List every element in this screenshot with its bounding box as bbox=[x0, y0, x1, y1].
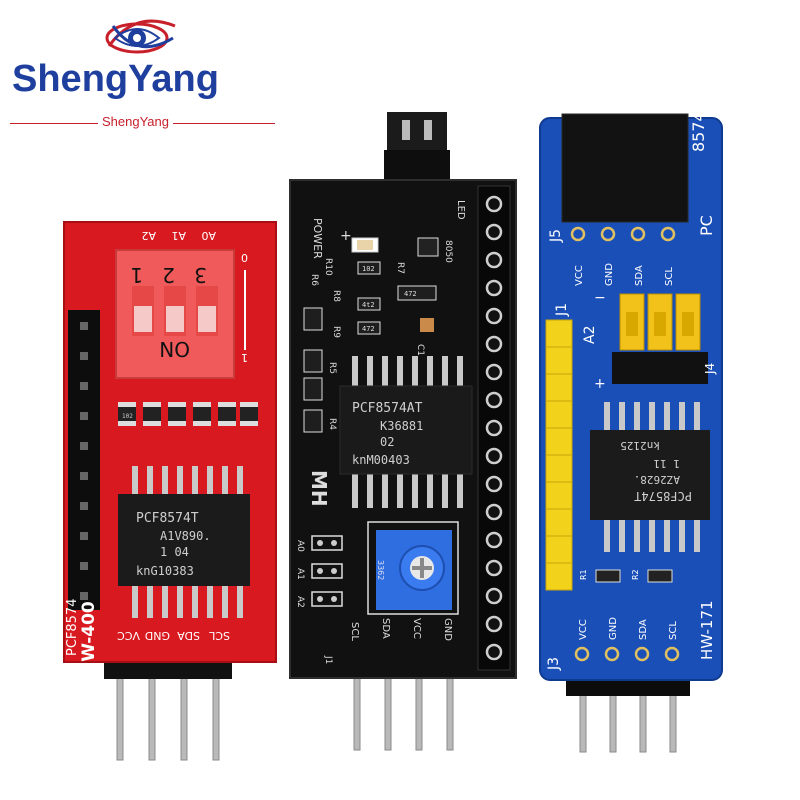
red-pin-gnd: GND bbox=[145, 629, 170, 642]
red-model: HW-400 bbox=[79, 601, 99, 676]
dip-zero: 0 bbox=[241, 251, 248, 264]
label-j1-blue: J1 bbox=[554, 303, 570, 317]
black-model: MH bbox=[307, 470, 331, 507]
black-pin-sda: SDA bbox=[380, 618, 391, 639]
label-led: LED bbox=[455, 200, 466, 220]
eye-logo-icon bbox=[105, 19, 176, 54]
label-a2-blue: A2 bbox=[582, 326, 598, 344]
brand-subtitle: ShengYang bbox=[98, 114, 173, 129]
addr-a1: A1 bbox=[171, 229, 186, 242]
bottom-pin-vcc: VCC bbox=[578, 619, 589, 640]
pcf8574t-chip-blue bbox=[590, 430, 710, 520]
blue-board: 8574 PC J5 VCC GND SDA SCL J1 + − A2 J4 bbox=[539, 111, 723, 753]
addr-a0: A0 bbox=[201, 229, 216, 242]
blue-chip-line-4: kn2125 bbox=[620, 439, 660, 452]
dip-on-label: ON bbox=[159, 337, 190, 361]
label-r5: R5 bbox=[327, 362, 337, 374]
pad-a1: A1 bbox=[295, 568, 305, 580]
label-j5: J5 bbox=[548, 229, 564, 243]
label-j1: J1 bbox=[323, 655, 333, 664]
label-r8: R8 bbox=[331, 290, 341, 302]
label-power: POWER bbox=[311, 218, 324, 259]
blue-chip-line-3: 1 11 bbox=[654, 457, 681, 470]
red-pin-sda: SDA bbox=[177, 629, 200, 642]
black-chip-line-3: 02 bbox=[380, 435, 394, 449]
top-pin-sda: SDA bbox=[634, 265, 645, 286]
label-r2: R2 bbox=[631, 569, 640, 580]
chip-line-2: A1V890. bbox=[160, 529, 211, 543]
label-r9: R9 bbox=[331, 326, 341, 338]
bottom-pin-sda: SDA bbox=[638, 619, 649, 640]
chip-line-3: 1 04 bbox=[160, 545, 189, 559]
blue-pc: PC bbox=[697, 215, 716, 236]
pot-code: 3362 bbox=[376, 560, 385, 580]
black-board: LED POWER + 102 4t2 472 8050 472 C1 R10 … bbox=[289, 112, 517, 751]
brand-name: ShengYang bbox=[12, 58, 219, 100]
dip-one: 1 bbox=[241, 351, 248, 364]
black-chip-line-1: PCF8574AT bbox=[352, 401, 423, 416]
label-r6: R6 bbox=[309, 274, 319, 286]
black-pin-scl: SCL bbox=[349, 622, 360, 641]
header-pins bbox=[485, 195, 503, 661]
blue-model: HW-171 bbox=[698, 600, 716, 660]
mark-102: 102 bbox=[362, 265, 375, 273]
addr-a2: A2 bbox=[141, 229, 156, 242]
dip-label-2: 2 bbox=[162, 263, 175, 287]
label-8050: 8050 bbox=[443, 240, 453, 263]
pcf8574at-chip bbox=[339, 385, 473, 475]
blue-num: 8574 bbox=[689, 111, 708, 152]
label-r10: R10 bbox=[323, 258, 333, 276]
red-pin-scl: SCL bbox=[208, 629, 230, 642]
label-j3: J3 bbox=[546, 657, 562, 671]
label-r7: R7 bbox=[395, 262, 405, 274]
bottom-pin-gnd: GND bbox=[608, 617, 619, 640]
blue-chip-line-1: PCF8574T bbox=[634, 489, 692, 503]
red-pin-vcc: VCC bbox=[117, 629, 140, 642]
black-chip-line-4: knM00403 bbox=[352, 453, 410, 467]
label-plus-blue: + bbox=[594, 376, 606, 392]
resistor-code: 102 bbox=[122, 413, 133, 420]
dip-label-1: 1 bbox=[130, 263, 143, 287]
mark-4t2: 4t2 bbox=[362, 301, 375, 309]
chip-line-1: PCF8574T bbox=[136, 511, 199, 526]
resistor-row: 102 bbox=[118, 402, 258, 426]
brand-logo: ShengYang ShengYang bbox=[0, 0, 290, 140]
top-pin-scl: SCL bbox=[664, 267, 675, 286]
pad-a2: A2 bbox=[295, 596, 305, 608]
blue-chip-line-2: AZ2628. bbox=[634, 473, 680, 486]
top-pin-vcc: VCC bbox=[574, 265, 585, 286]
pcf8574-chip bbox=[118, 494, 250, 586]
label-r4: R4 bbox=[327, 418, 337, 430]
bottom-pin-scl: SCL bbox=[668, 621, 679, 640]
address-jumpers[interactable] bbox=[619, 293, 701, 351]
label-j4: J4 bbox=[703, 363, 717, 375]
chip-line-4: knG10383 bbox=[136, 564, 194, 578]
label-minus-blue: − bbox=[594, 290, 606, 306]
label-r1: R1 bbox=[579, 569, 588, 580]
mark-472b: 472 bbox=[404, 290, 417, 298]
pad-a0: A0 bbox=[295, 540, 305, 552]
black-chip-line-2: K36881 bbox=[380, 419, 423, 433]
black-pin-gnd: GND bbox=[442, 618, 453, 641]
dip-label-3: 3 bbox=[194, 263, 207, 287]
red-chip-name: PCF8574 bbox=[65, 599, 80, 656]
red-board: 3 2 1 ON A0 A1 A2 0 1 102 bbox=[63, 221, 277, 761]
black-pin-vcc: VCC bbox=[411, 618, 422, 639]
mark-472a: 472 bbox=[362, 325, 375, 333]
label-c1: C1 bbox=[415, 344, 425, 356]
label-plus: + bbox=[340, 228, 352, 244]
top-pin-gnd: GND bbox=[604, 263, 615, 286]
